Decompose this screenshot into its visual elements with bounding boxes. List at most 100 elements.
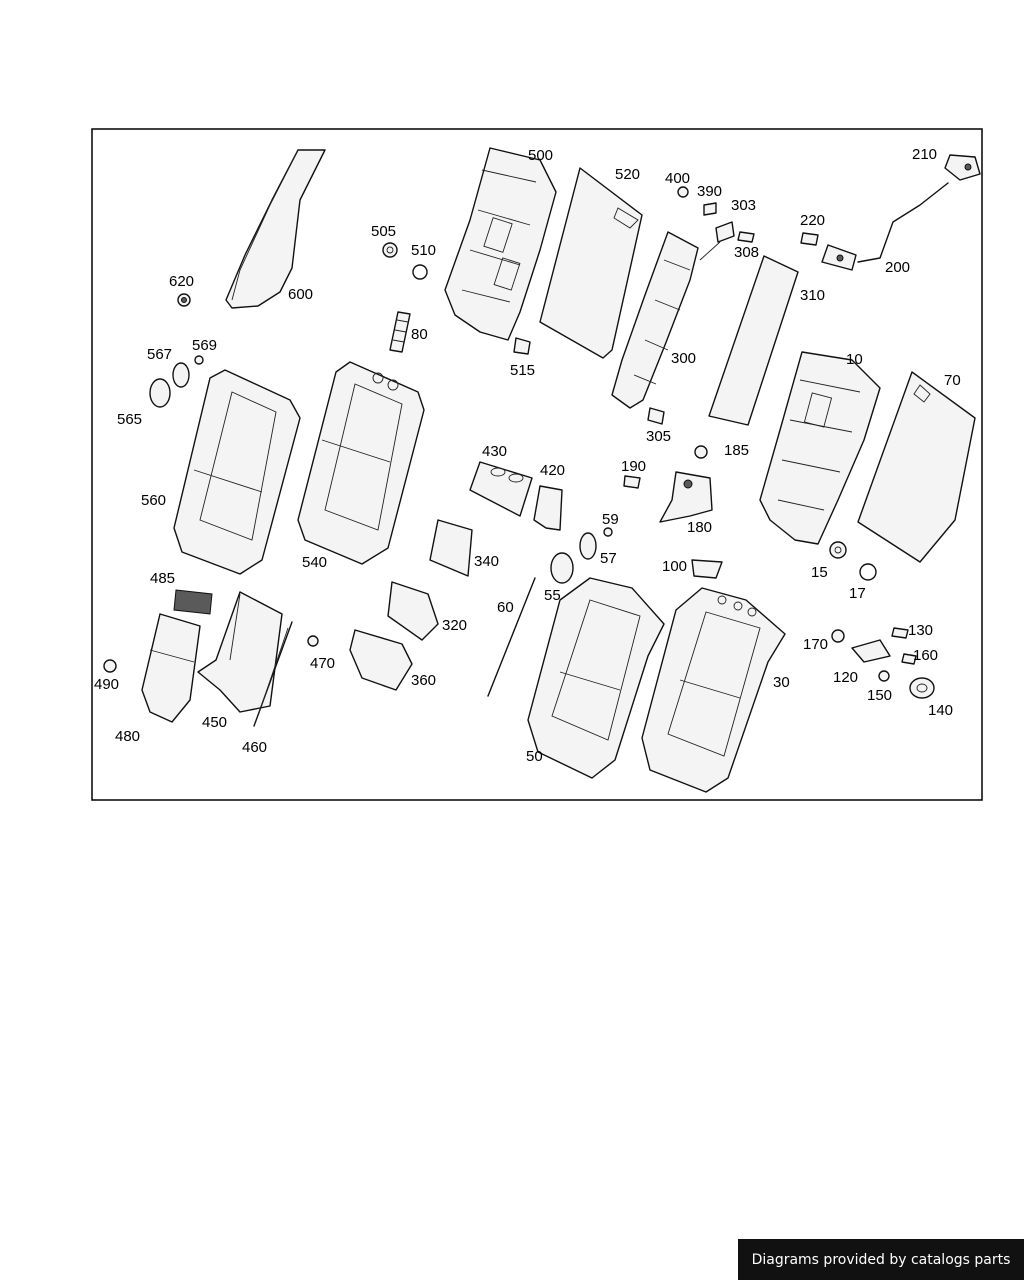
- label-80: 80: [411, 326, 428, 343]
- label-490: 490: [94, 676, 119, 693]
- part-10-backrest-frame: [759, 351, 881, 545]
- part-515-bracket: [513, 337, 531, 355]
- part-400-nut: [677, 186, 689, 198]
- label-540: 540: [302, 554, 327, 571]
- part-480-armrest: [141, 613, 201, 723]
- part-520-backrest-panel: [539, 167, 643, 359]
- part-55-disc: [550, 552, 574, 584]
- part-340-trim: [429, 519, 473, 577]
- part-305-bracket: [647, 407, 665, 425]
- part-100-cover: [691, 559, 723, 579]
- label-100: 100: [662, 558, 687, 575]
- label-30: 30: [773, 674, 790, 691]
- label-185: 185: [724, 442, 749, 459]
- label-303: 303: [731, 197, 756, 214]
- part-70-backrest-panel: [857, 371, 976, 563]
- label-620: 620: [169, 273, 194, 290]
- label-150: 150: [867, 687, 892, 704]
- label-390: 390: [697, 183, 722, 200]
- part-569-clip: [194, 355, 204, 365]
- label-510: 510: [411, 242, 436, 259]
- label-305: 305: [646, 428, 671, 445]
- part-210-switch: [944, 154, 981, 181]
- label-220: 220: [800, 212, 825, 229]
- label-308: 308: [734, 244, 759, 261]
- part-170-bolt: [831, 629, 845, 643]
- part-150-bolt: [878, 670, 890, 682]
- label-210: 210: [912, 146, 937, 163]
- part-59-clip: [603, 527, 613, 537]
- label-310: 310: [800, 287, 825, 304]
- label-17: 17: [849, 585, 866, 602]
- part-60-rod: [487, 577, 536, 697]
- label-120: 120: [833, 669, 858, 686]
- label-60: 60: [497, 599, 514, 616]
- part-30-seat-cushion-cover: [641, 587, 786, 793]
- part-540-backrest-cover: [297, 361, 425, 565]
- label-565: 565: [117, 411, 142, 428]
- part-303-bracket: [699, 221, 735, 261]
- part-390-clip: [703, 202, 717, 216]
- part-560-backrest-cover: [173, 369, 301, 575]
- label-460: 460: [242, 739, 267, 756]
- label-50: 50: [526, 748, 543, 765]
- part-510-ring: [412, 264, 428, 280]
- label-600: 600: [288, 286, 313, 303]
- part-130-clip: [891, 627, 909, 639]
- label-430: 430: [482, 443, 507, 460]
- part-505-knob: [382, 242, 398, 258]
- part-310-backrest-panel: [708, 255, 799, 426]
- part-120-bracket: [851, 639, 891, 663]
- label-160: 160: [913, 647, 938, 664]
- part-308-bolt: [737, 231, 755, 243]
- label-567: 567: [147, 346, 172, 363]
- label-500: 500: [528, 147, 553, 164]
- label-470: 470: [310, 655, 335, 672]
- part-360-trim: [349, 629, 413, 691]
- part-17-ring: [859, 563, 877, 581]
- label-515: 515: [510, 362, 535, 379]
- part-140-bushing: [909, 677, 935, 699]
- label-140: 140: [928, 702, 953, 719]
- label-480: 480: [115, 728, 140, 745]
- label-190: 190: [621, 458, 646, 475]
- label-400: 400: [665, 170, 690, 187]
- label-59: 59: [602, 511, 619, 528]
- label-15: 15: [811, 564, 828, 581]
- label-320: 320: [442, 617, 467, 634]
- part-160-bolt: [901, 653, 917, 665]
- part-80-lumbar-support: [389, 311, 411, 353]
- label-520: 520: [615, 166, 640, 183]
- label-485: 485: [150, 570, 175, 587]
- part-180-bracket: [659, 471, 713, 523]
- label-10: 10: [846, 351, 863, 368]
- part-57-disc: [579, 532, 597, 560]
- label-57: 57: [600, 550, 617, 567]
- label-340: 340: [474, 553, 499, 570]
- part-470-bolt: [307, 635, 319, 647]
- part-latch: [821, 244, 857, 271]
- label-450: 450: [202, 714, 227, 731]
- part-490-clip: [103, 659, 117, 673]
- label-180: 180: [687, 519, 712, 536]
- label-300: 300: [671, 350, 696, 367]
- part-320-trim: [387, 581, 439, 641]
- part-190-bolt: [623, 475, 641, 489]
- diagram-frame: [91, 128, 983, 801]
- part-15-knob: [829, 541, 847, 559]
- label-170: 170: [803, 636, 828, 653]
- label-420: 420: [540, 462, 565, 479]
- label-569: 569: [192, 337, 217, 354]
- label-505: 505: [371, 223, 396, 240]
- label-360: 360: [411, 672, 436, 689]
- label-70: 70: [944, 372, 961, 389]
- part-185-knob: [694, 445, 708, 459]
- part-200-wiring: [857, 182, 949, 263]
- part-220-bolt: [800, 232, 819, 246]
- part-500-backrest-frame: [444, 147, 557, 341]
- part-600-side-bolster: [225, 149, 326, 309]
- label-560: 560: [141, 492, 166, 509]
- label-55: 55: [544, 587, 561, 604]
- part-565-disc: [149, 378, 171, 408]
